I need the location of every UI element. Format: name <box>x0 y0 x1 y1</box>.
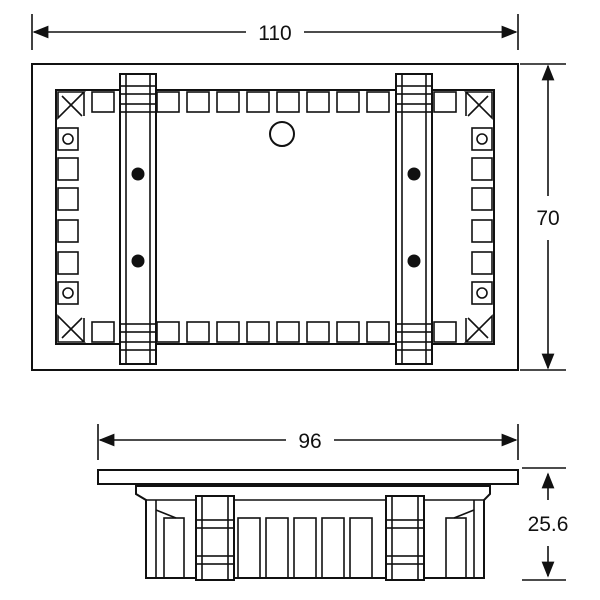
tab <box>57 157 79 181</box>
top-height-dimension: 70 <box>520 63 566 371</box>
tab <box>336 321 360 343</box>
left-mounting-bracket <box>119 73 157 365</box>
screw-hole <box>62 287 74 299</box>
tab <box>57 251 79 275</box>
bracket-clip <box>395 103 433 113</box>
screw-hole <box>62 133 74 145</box>
tab <box>306 321 330 343</box>
tab <box>471 219 493 243</box>
tab <box>186 321 210 343</box>
bracket-notch <box>385 519 425 529</box>
tab <box>216 91 240 113</box>
tab <box>306 91 330 113</box>
bracket-clip <box>119 323 157 333</box>
rib <box>293 517 317 579</box>
tab <box>336 91 360 113</box>
chamfer-line <box>453 509 475 519</box>
bracket-clip <box>395 323 433 333</box>
mounting-screw-dot <box>131 167 145 181</box>
rib <box>321 517 345 579</box>
chamfer-line <box>155 509 177 519</box>
bracket-clip-bottom <box>119 341 157 351</box>
chamfer-line <box>61 95 83 117</box>
side-right-bracket <box>385 495 425 581</box>
screw-hole <box>476 287 488 299</box>
tab <box>186 91 210 113</box>
screw-boss-tab <box>57 127 79 151</box>
bracket-notch <box>195 555 235 565</box>
tab <box>91 91 115 113</box>
inner-box <box>55 89 495 345</box>
chamfer-line <box>467 317 489 339</box>
tab <box>57 219 79 243</box>
rib <box>445 517 467 579</box>
outer-plate <box>31 63 519 371</box>
mounting-screw-dot <box>407 254 421 268</box>
tab <box>366 91 390 113</box>
tab <box>156 321 180 343</box>
bracket-clip-bottom <box>395 341 433 351</box>
bottom-depth-dimension: 25.6 <box>522 467 569 581</box>
top-width-dimension: 110 <box>31 14 519 50</box>
screw-boss-tab <box>57 281 79 305</box>
mounting-screw-dot <box>131 254 145 268</box>
side-left-bracket <box>195 495 235 581</box>
side-view: 96 25.6 <box>97 424 569 581</box>
tab <box>471 251 493 275</box>
tab <box>433 321 457 343</box>
tab <box>366 321 390 343</box>
bracket-notch <box>385 555 425 565</box>
flange-plate <box>97 469 519 485</box>
side-ribs <box>163 517 467 579</box>
bracket-clip-top <box>119 85 157 95</box>
chamfer-line <box>467 95 489 117</box>
tab <box>471 157 493 181</box>
screw-boss-tab <box>471 281 493 305</box>
top-height-label: 70 <box>536 207 559 230</box>
tab <box>276 321 300 343</box>
bottom-width-label: 96 <box>298 430 321 453</box>
screw-hole <box>476 133 488 145</box>
rib <box>349 517 373 579</box>
bottom-width-dimension: 96 <box>97 424 519 460</box>
bottom-tab-row <box>91 321 457 343</box>
screw-boss-tab <box>471 127 493 151</box>
bottom-depth-label: 25.6 <box>528 513 569 536</box>
tab <box>471 187 493 211</box>
bracket-clip <box>119 103 157 113</box>
knockout-hole <box>269 121 295 147</box>
rib <box>237 517 261 579</box>
tab <box>276 91 300 113</box>
rib <box>163 517 185 579</box>
tab <box>216 321 240 343</box>
mounting-screw-dot <box>407 167 421 181</box>
right-tab-column <box>471 127 493 305</box>
corner-chamfers <box>57 91 493 343</box>
right-mounting-bracket <box>395 73 433 365</box>
tab <box>57 187 79 211</box>
tab <box>433 91 457 113</box>
box-body <box>135 485 491 579</box>
top-width-label: 110 <box>258 22 291 45</box>
tab <box>91 321 115 343</box>
left-tab-column <box>57 127 79 305</box>
tab <box>246 321 270 343</box>
bracket-clip-top <box>395 85 433 95</box>
top-tab-row <box>91 91 457 113</box>
top-view: 110 70 <box>31 14 566 371</box>
chamfer-line <box>61 317 83 339</box>
tab <box>246 91 270 113</box>
bracket-notch <box>195 519 235 529</box>
rib <box>265 517 289 579</box>
tab <box>156 91 180 113</box>
